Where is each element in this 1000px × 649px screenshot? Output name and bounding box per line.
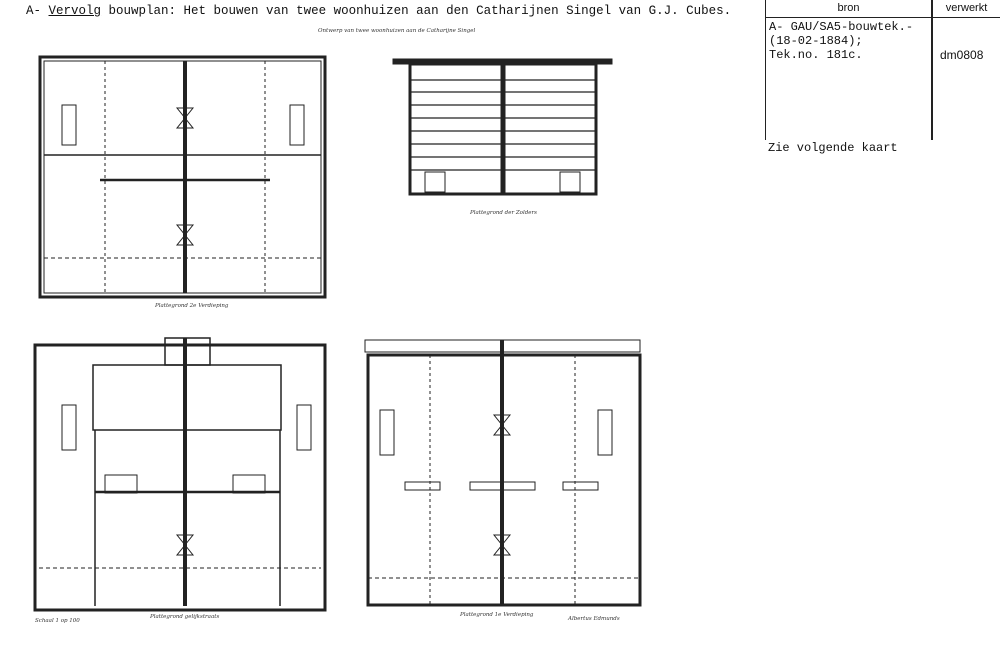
drawing-heading: Ontwerp van twee woonhuizen aan de Catha… — [318, 28, 476, 34]
architect-signature: Albertus Edmunds — [568, 616, 620, 622]
scale-note: Schaal 1 op 100 — [35, 618, 80, 624]
floor-plan-attic — [392, 58, 613, 196]
column-header-source: bron — [766, 0, 931, 18]
title-underlined: Vervolg — [48, 4, 102, 18]
caption-first-floor: Plattegrond 1e Verdieping — [460, 612, 534, 618]
column-header-processed: verwerkt — [932, 0, 1000, 18]
floor-plan-first-floor — [364, 339, 642, 607]
caption-attic: Plattegrond der Zolders — [470, 210, 537, 216]
source-reference: A- GAU/SA5-bouwtek.- (18-02-1884); Tek.n… — [769, 20, 914, 62]
column-divider — [931, 0, 933, 140]
floor-plan-ground-floor — [33, 337, 327, 612]
caption-second-floor: Plattegrond 2e Verdieping — [155, 303, 229, 309]
title-prefix: A- — [26, 4, 49, 18]
continuation-note: Zie volgende kaart — [768, 141, 898, 155]
processed-code: dm0808 — [940, 48, 984, 62]
document-title: A- Vervolg bouwplan: Het bouwen van twee… — [26, 4, 731, 18]
title-rest: bouwplan: Het bouwen van twee woonhuizen… — [101, 4, 732, 18]
caption-ground-floor: Plattegrond gelijkstraats — [150, 614, 220, 620]
archive-reference-table: bron verwerkt A- GAU/SA5-bouwtek.- (18-0… — [765, 0, 1000, 140]
floor-plan-second-floor — [38, 55, 327, 299]
